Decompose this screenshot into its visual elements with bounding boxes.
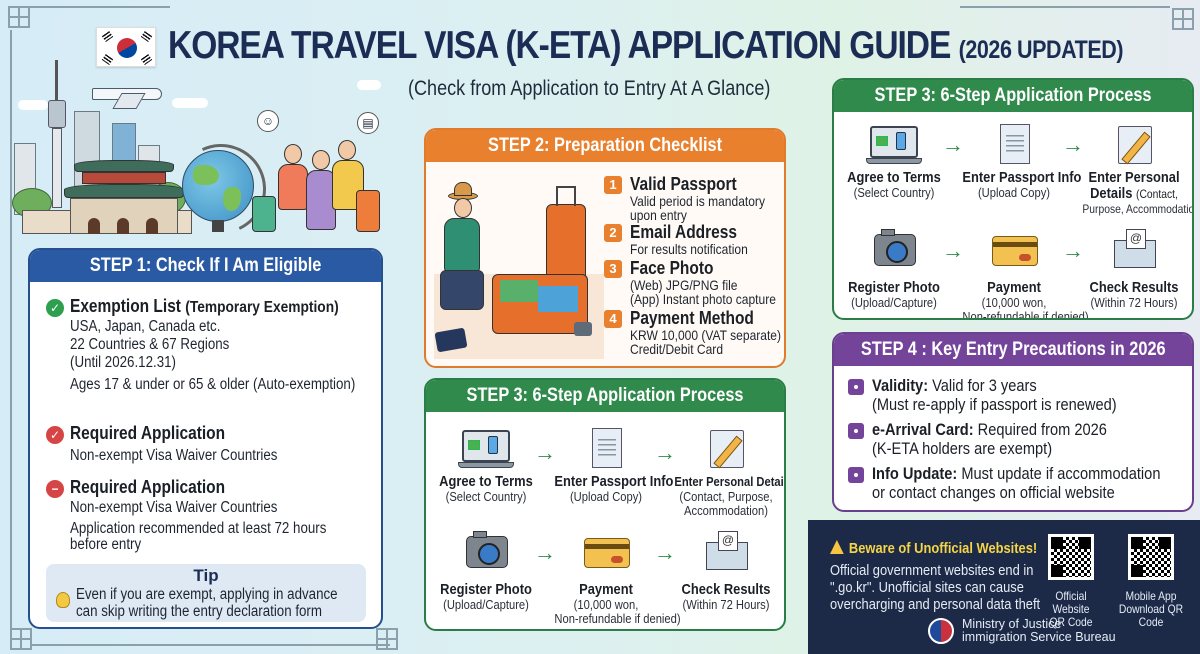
- frame-top-right: [960, 6, 1170, 8]
- corner-ornament-tr: [1172, 8, 1194, 30]
- step3-header-duplicate: STEP 3: 6-Step Application Process: [834, 80, 1192, 112]
- camera-icon: [458, 530, 514, 576]
- process-step-agree-terms: Agree to Terms (Select Country): [426, 428, 546, 504]
- arrow-right-icon: →: [1062, 238, 1084, 263]
- official-website-qr-code[interactable]: [1048, 534, 1094, 580]
- pencil-pad-icon: [698, 428, 754, 474]
- step4-header: STEP 4 : Key Entry Precautions in 2026: [834, 334, 1192, 366]
- process-step-payment: Payment (10,000 won, Non-refundable if d…: [954, 228, 1089, 318]
- process-step-register-photo: Register Photo (Upload/Capture): [426, 530, 546, 612]
- unofficial-websites-warning: Beware of Unofficial Websites! Official …: [808, 520, 1200, 654]
- namsan-tower: [55, 60, 58, 100]
- process-step-agree-terms: Agree to Terms (Select Country): [834, 124, 954, 200]
- title-main: KOREA TRAVEL VISA (K-ETA) APPLICATION GU…: [168, 24, 951, 67]
- frame-left: [10, 30, 12, 640]
- frame-bottom-left: [30, 644, 390, 646]
- step1-eligibility-card: STEP 1: Check If I Am Eligible ✓ Exempti…: [28, 248, 383, 629]
- step2-checklist-card: STEP 2: Preparation Checklist 1 Valid Pa…: [424, 128, 786, 368]
- mobile-app-qr-code[interactable]: [1128, 534, 1174, 580]
- arrow-right-icon: →: [942, 132, 964, 157]
- camera-icon: [866, 228, 922, 274]
- minus-circle-red-icon: −: [46, 480, 64, 498]
- step3-process-card-duplicate: STEP 3: 6-Step Application Process Agree…: [832, 78, 1194, 320]
- smile-bubble-icon: ☺: [257, 110, 279, 132]
- process-step-check-results: Check Results (Within 72 Hours): [666, 530, 784, 612]
- document-icon: [986, 124, 1042, 170]
- arrow-right-icon: →: [942, 238, 964, 263]
- lightbulb-icon: [56, 592, 70, 608]
- page-title: KOREA TRAVEL VISA (K-ETA) APPLICATION GU…: [168, 24, 1124, 68]
- process-step-personal-details: Enter Personal Details (Contact, Purpose…: [666, 428, 784, 518]
- laptop-phone-icon: [866, 124, 922, 170]
- credit-card-icon: [578, 530, 634, 576]
- ministry-emblem-icon: [928, 618, 954, 644]
- title-updated: (2026 UPDATED): [958, 36, 1124, 64]
- page-subtitle: (Check from Application to Entry At A Gl…: [408, 77, 771, 100]
- check-circle-green-icon: ✓: [46, 299, 64, 317]
- laptop-phone-icon: [458, 428, 514, 474]
- envelope-icon: [1106, 228, 1162, 274]
- corner-ornament-br: [376, 628, 398, 650]
- warning-triangle-icon: [830, 540, 844, 554]
- step1-header: STEP 1: Check If I Am Eligible: [30, 250, 381, 282]
- packing-traveler-illustration: [434, 174, 604, 359]
- credit-card-icon: [986, 228, 1042, 274]
- document-icon: [578, 428, 634, 474]
- process-step-payment: Payment (10,000 won, Non-refundable if d…: [546, 530, 681, 626]
- process-step-check-results: Check Results (Within 72 Hours): [1074, 228, 1192, 310]
- step3-process-card: STEP 3: 6-Step Application Process Agree…: [424, 378, 786, 631]
- tip-box: Tip Even if you are exempt, applying in …: [46, 564, 366, 622]
- corner-ornament-bl: [10, 628, 32, 650]
- step4-precautions-card: STEP 4 : Key Entry Precautions in 2026 V…: [832, 332, 1194, 512]
- warning-title: Beware of Unofficial Websites!: [830, 540, 1037, 557]
- process-step-passport-info: Enter Passport Info (Upload Copy): [954, 124, 1081, 200]
- process-step-passport-info: Enter Passport Info (Upload Copy): [546, 428, 673, 504]
- airplane-icon: [92, 88, 162, 100]
- step2-header: STEP 2: Preparation Checklist: [426, 130, 784, 162]
- arrow-right-icon: →: [534, 540, 556, 565]
- bullet-square-icon: [848, 423, 864, 439]
- pencil-pad-icon: [1106, 124, 1162, 170]
- process-step-register-photo: Register Photo (Upload/Capture): [834, 228, 954, 310]
- travelers-seoul-illustration: ☺ ▤: [12, 60, 387, 247]
- arrow-right-icon: →: [1062, 132, 1084, 157]
- globe-icon: [182, 150, 254, 222]
- frame-top-left: [30, 6, 170, 8]
- corner-ornament-tl: [8, 6, 30, 28]
- arrow-right-icon: →: [534, 440, 556, 465]
- envelope-icon: [698, 530, 754, 576]
- bullet-square-icon: [848, 379, 864, 395]
- process-step-personal-details: Enter Personal Details (Contact, Purpose…: [1074, 124, 1192, 216]
- arrow-right-icon: →: [654, 540, 676, 565]
- arrow-right-icon: →: [654, 440, 676, 465]
- suitcase-icon: [546, 204, 586, 284]
- korea-flag-icon: [96, 27, 156, 67]
- step3-header: STEP 3: 6-Step Application Process: [426, 380, 784, 412]
- us-flag-bubble-icon: ▤: [357, 112, 379, 134]
- bullet-square-icon: [848, 467, 864, 483]
- check-circle-red-icon: ✓: [46, 426, 64, 444]
- warning-text: Official government websites end in ".go…: [830, 562, 1041, 613]
